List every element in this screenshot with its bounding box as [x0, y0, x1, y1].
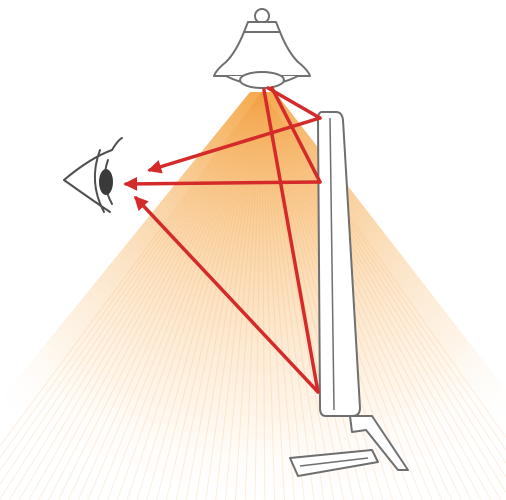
beam-streak [261, 91, 305, 500]
beam-streak [126, 91, 263, 500]
beam-streak [261, 91, 506, 479]
incident-ray-middle [270, 86, 322, 184]
beam-streak [77, 91, 263, 500]
reflected-ray-middle [123, 176, 322, 191]
beam-streak [38, 91, 263, 500]
beam-streak [261, 91, 364, 500]
beam-streak [261, 91, 482, 500]
beam-streak [0, 91, 263, 459]
beam-streak [48, 91, 263, 500]
reflected-ray-bottom [134, 195, 320, 394]
beam-streak [261, 91, 506, 464]
monitor-base [289, 449, 379, 477]
glare-rays [123, 86, 322, 394]
beam-streak [261, 91, 285, 500]
beam-streak [166, 91, 263, 500]
beam-streak [116, 91, 263, 500]
ceiling-lamp-icon [213, 8, 311, 89]
beam-streak [28, 91, 263, 500]
reflected-ray-top [147, 116, 322, 174]
beam-streak [156, 91, 263, 500]
beam-streak [261, 91, 266, 500]
light-beam [0, 91, 506, 500]
eye-icon [63, 137, 123, 213]
beam-streak [261, 91, 295, 500]
beam-streak [215, 91, 263, 500]
beam-streak [261, 91, 335, 500]
beam-streak [136, 91, 263, 500]
beam-streak [234, 91, 263, 500]
beam-streak [205, 91, 263, 500]
beam-streak [97, 91, 263, 500]
beam-streak [185, 91, 263, 500]
beam-streak [57, 91, 263, 500]
beam-streak [0, 91, 263, 447]
beam-streak [175, 91, 263, 500]
beam-streak [261, 91, 502, 500]
beam-streak [261, 91, 492, 500]
beam-streak [0, 91, 263, 500]
beam-streak [67, 91, 263, 500]
beam-streak [261, 91, 472, 500]
beam-streak [0, 91, 263, 486]
incident-ray-bottom [262, 88, 320, 394]
beam-streak [244, 91, 263, 500]
monitor-stand [349, 415, 409, 471]
beam-streak [8, 91, 263, 500]
beam-streak [0, 91, 263, 472]
beam-streak [261, 91, 276, 500]
beam-streak [261, 91, 315, 500]
beam-streak [261, 91, 506, 494]
beam-streak [225, 91, 263, 500]
beam-streak [261, 91, 453, 500]
beam-streak [87, 91, 263, 500]
beam-streak [254, 91, 263, 500]
incident-ray-top [266, 86, 322, 120]
beam-streak [18, 91, 263, 500]
beam-streak [146, 91, 263, 500]
beam-streak [261, 91, 462, 500]
beam-streak [261, 91, 325, 500]
beam-streak [107, 91, 263, 500]
